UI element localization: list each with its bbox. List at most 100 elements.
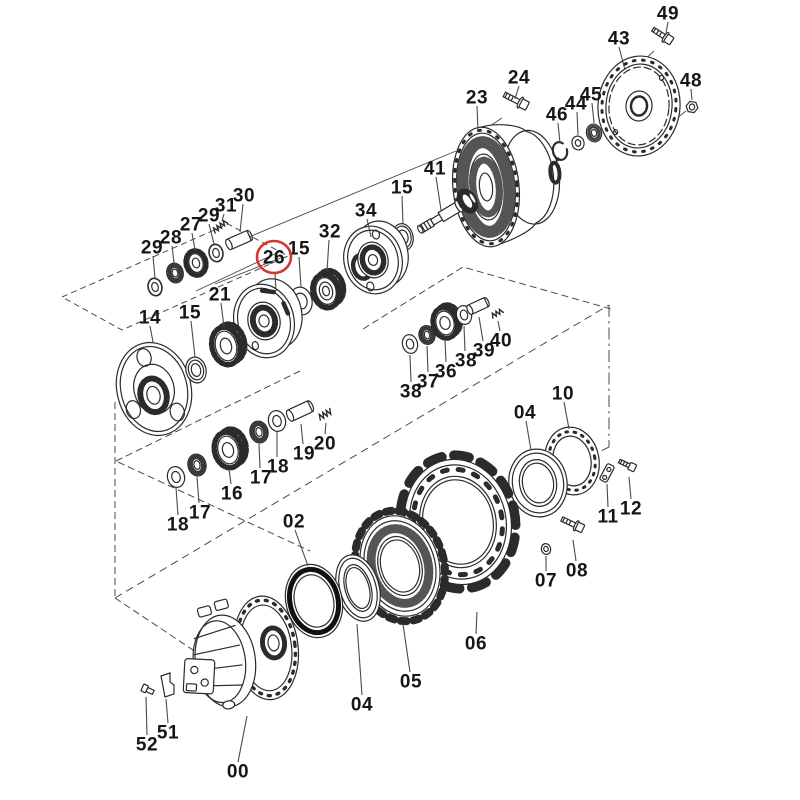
part-label-17-26: 17 xyxy=(250,468,272,489)
leader-line-15-21 xyxy=(190,320,196,358)
part-43-cover-plate xyxy=(597,55,681,157)
part-18-washer-a xyxy=(166,466,186,488)
part-34-planet-carrier xyxy=(343,220,409,295)
part-label-17-24: 17 xyxy=(189,503,211,524)
part-label-41-8: 41 xyxy=(424,159,446,180)
leader-line-06-39 xyxy=(475,611,478,635)
leader-line-16-25 xyxy=(228,468,232,485)
highlight-circle-26 xyxy=(255,239,293,275)
leader-line-26-13 xyxy=(274,273,277,292)
leader-line-15-12 xyxy=(298,256,302,288)
part-20-spring xyxy=(318,407,332,421)
leader-line-46-7 xyxy=(557,122,561,144)
part-26-planet-carrier xyxy=(233,278,303,359)
part-19-pin xyxy=(285,400,315,422)
part-17-needle-bearing-a xyxy=(187,453,207,477)
leader-line-15-9 xyxy=(401,195,404,225)
part-38-washer-a xyxy=(401,334,419,354)
part-label-46-7: 46 xyxy=(546,105,568,126)
part-49-bolt xyxy=(650,26,675,46)
leader-line-02-36 xyxy=(294,529,309,567)
part-label-44-5: 44 xyxy=(565,94,587,115)
part-04-seal-ring-a xyxy=(335,554,381,622)
leader-line-18-23 xyxy=(175,487,179,516)
part-label-18-27: 18 xyxy=(267,457,289,478)
part-label-15-9: 15 xyxy=(391,178,413,199)
part-label-48-2: 48 xyxy=(680,71,702,92)
part-label-10-44: 10 xyxy=(552,384,574,405)
part-21-planet-gear xyxy=(208,321,248,368)
part-17-needle-bearing-b xyxy=(249,420,269,444)
part-label-24-3: 24 xyxy=(508,68,530,89)
part-label-45-6: 45 xyxy=(580,85,602,106)
leader-line-12-46 xyxy=(628,476,632,500)
part-label-19-28: 19 xyxy=(293,444,315,465)
part-label-14-20: 14 xyxy=(139,308,161,329)
part-label-32-11: 32 xyxy=(319,222,341,243)
part-14-planet-carrier xyxy=(115,341,193,437)
part-02-floating-seal xyxy=(284,563,344,639)
part-label-38-33: 38 xyxy=(455,351,477,372)
leader-line-19-28 xyxy=(300,423,304,445)
part-15-thrust-washer-c xyxy=(185,356,207,384)
leader-line-37-31 xyxy=(426,345,429,373)
part-30-pin xyxy=(225,229,253,251)
part-label-43-1: 43 xyxy=(608,29,630,50)
part-07-nut xyxy=(540,543,552,555)
part-28-needle-bearing xyxy=(166,262,184,284)
leader-line-43-1 xyxy=(618,46,626,71)
leader-line-05-38 xyxy=(402,623,411,673)
part-label-30-14: 30 xyxy=(233,186,255,207)
part-label-21-22: 21 xyxy=(209,285,231,306)
part-48-nut xyxy=(685,100,699,114)
part-label-36-32: 36 xyxy=(435,362,457,383)
part-label-04-43: 04 xyxy=(514,403,536,424)
part-41-drive-shaft xyxy=(417,188,479,234)
leader-line-45-6 xyxy=(591,102,595,124)
part-label-49-0: 49 xyxy=(657,4,679,25)
part-29-ring-b xyxy=(147,277,163,297)
leader-line-04-43 xyxy=(525,420,532,451)
part-36-planet-gear xyxy=(430,302,464,341)
part-label-02-36: 02 xyxy=(283,512,305,533)
part-24-bolt xyxy=(502,91,530,111)
part-16-planet-gear xyxy=(211,426,249,471)
part-08-bolt xyxy=(560,516,586,533)
part-label-31-15: 31 xyxy=(215,196,237,217)
leader-line-10-44 xyxy=(563,401,570,430)
leader-line-36-32 xyxy=(444,339,447,363)
part-label-08-48: 08 xyxy=(566,561,588,582)
part-label-16-25: 16 xyxy=(221,484,243,505)
part-label-05-38: 05 xyxy=(400,672,422,693)
part-label-04-37: 04 xyxy=(351,695,373,716)
part-23-ring-gear-drum xyxy=(451,124,562,248)
leader-line-41-8 xyxy=(435,176,442,211)
part-46-snap-ring xyxy=(551,141,569,162)
leader-line-38-30 xyxy=(409,354,412,383)
part-label-28-18: 28 xyxy=(160,228,182,249)
leader-line-08-48 xyxy=(572,539,577,562)
part-51-bracket xyxy=(160,672,175,698)
part-label-07-47: 07 xyxy=(535,571,557,592)
part-label-15-12: 15 xyxy=(288,239,310,260)
part-label-27-17: 27 xyxy=(180,215,202,236)
part-12-bolt xyxy=(617,458,638,473)
leader-line-14-20 xyxy=(149,325,154,343)
part-label-20-29: 20 xyxy=(314,434,336,455)
part-label-06-39: 06 xyxy=(465,634,487,655)
part-label-39-34: 39 xyxy=(473,341,495,362)
part-label-29-16: 29 xyxy=(198,206,220,227)
leader-line-00-40 xyxy=(237,715,248,763)
part-label-37-31: 37 xyxy=(417,372,439,393)
leader-line-11-45 xyxy=(606,483,609,508)
part-44-nut xyxy=(571,135,585,151)
part-27-gear xyxy=(183,248,209,278)
leader-line-20-29 xyxy=(324,422,327,435)
part-31-spring xyxy=(212,219,229,234)
part-label-52-41: 52 xyxy=(136,735,158,756)
part-label-11-45: 11 xyxy=(597,507,618,528)
part-29-ring-a xyxy=(208,243,224,263)
